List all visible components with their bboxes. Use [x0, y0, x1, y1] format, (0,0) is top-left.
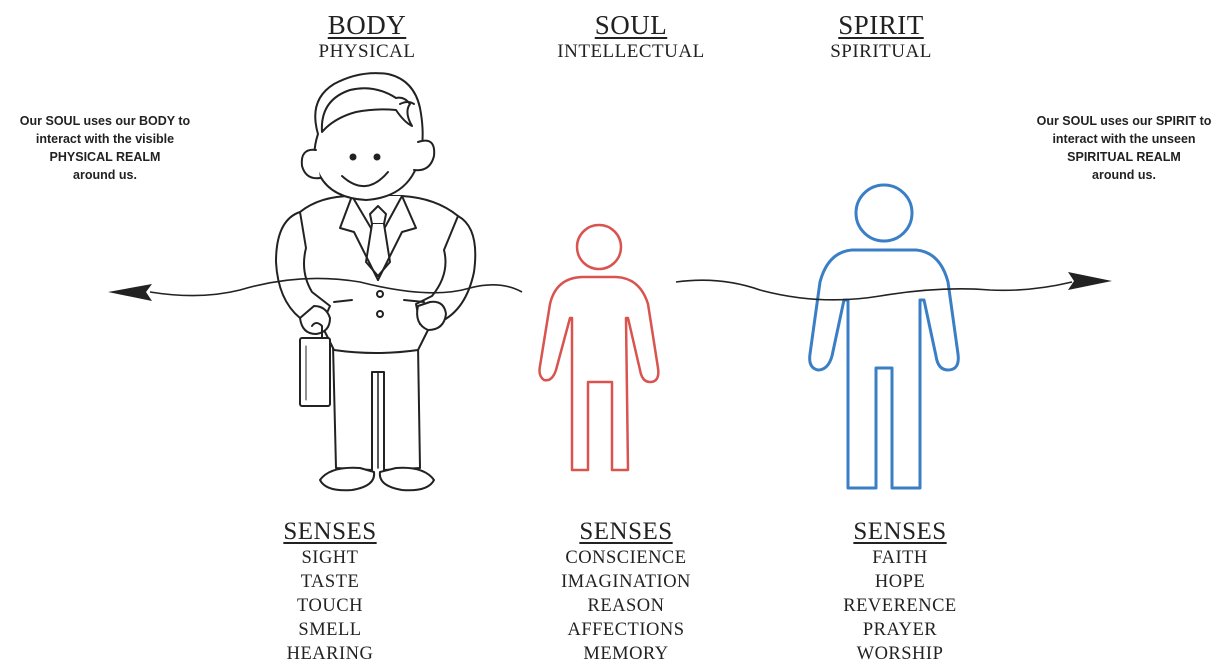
soul-heading: SOUL INTELLECTUAL [536, 10, 726, 64]
sense-item: TASTE [300, 572, 360, 592]
spirit-senses: SENSES FAITH HOPE REVERENCE PRAYER WORSH… [820, 518, 980, 666]
sense-item: MEMORY [583, 644, 669, 664]
left-note-line: PHYSICAL REALM [49, 150, 161, 164]
spirit-title: SPIRIT [838, 10, 924, 40]
sense-item: FAITH [872, 548, 928, 568]
spirit-heading: SPIRIT SPIRITUAL [808, 10, 954, 64]
sense-item: CONSCIENCE [565, 548, 687, 568]
senses-title: SENSES [283, 518, 377, 545]
soul-figure [538, 223, 660, 472]
left-note-line: Our SOUL uses our BODY to [19, 114, 191, 128]
sense-item: REVERENCE [843, 596, 957, 616]
right-note-line: interact with the unseen [1052, 132, 1196, 146]
senses-title: SENSES [579, 518, 673, 545]
sense-item: AFFECTIONS [567, 620, 685, 640]
left-note-line: interact with the visible [35, 132, 175, 146]
body-title: BODY [327, 10, 407, 40]
sense-item: SIGHT [301, 548, 359, 568]
left-note-line: around us. [73, 168, 137, 182]
body-heading: BODY PHYSICAL [300, 10, 434, 64]
left-realm-arrow [108, 277, 523, 301]
right-realm-arrow [675, 272, 1112, 301]
sense-item: PRAYER [862, 620, 938, 640]
soul-subtitle: INTELLECTUAL [557, 41, 705, 62]
sense-item: HOPE [874, 572, 926, 592]
soul-senses: SENSES CONSCIENCE IMAGINATION REASON AFF… [516, 518, 736, 666]
right-note-line: around us. [1092, 168, 1156, 182]
sense-item: WORSHIP [856, 644, 944, 664]
right-note: Our SOUL uses our SPIRIT to interact wit… [1018, 112, 1230, 184]
sense-item: TOUCH [297, 596, 363, 616]
soul-title: SOUL [594, 10, 668, 40]
right-note-line: SPIRITUAL REALM [1067, 150, 1181, 164]
sense-item: HEARING [286, 644, 374, 664]
senses-title: SENSES [853, 518, 947, 545]
sense-item: REASON [587, 596, 665, 616]
sense-item: IMAGINATION [561, 572, 691, 592]
body-senses: SENSES SIGHT TASTE TOUCH SMELL HEARING [250, 518, 410, 666]
left-note: Our SOUL uses our BODY to interact with … [0, 112, 210, 184]
right-note-line: Our SOUL uses our SPIRIT to [1036, 114, 1212, 128]
spirit-figure [808, 183, 960, 490]
body-subtitle: PHYSICAL [318, 41, 416, 62]
sense-item: SMELL [298, 620, 362, 640]
spirit-subtitle: SPIRITUAL [830, 41, 932, 62]
businessman-figure [275, 72, 477, 492]
